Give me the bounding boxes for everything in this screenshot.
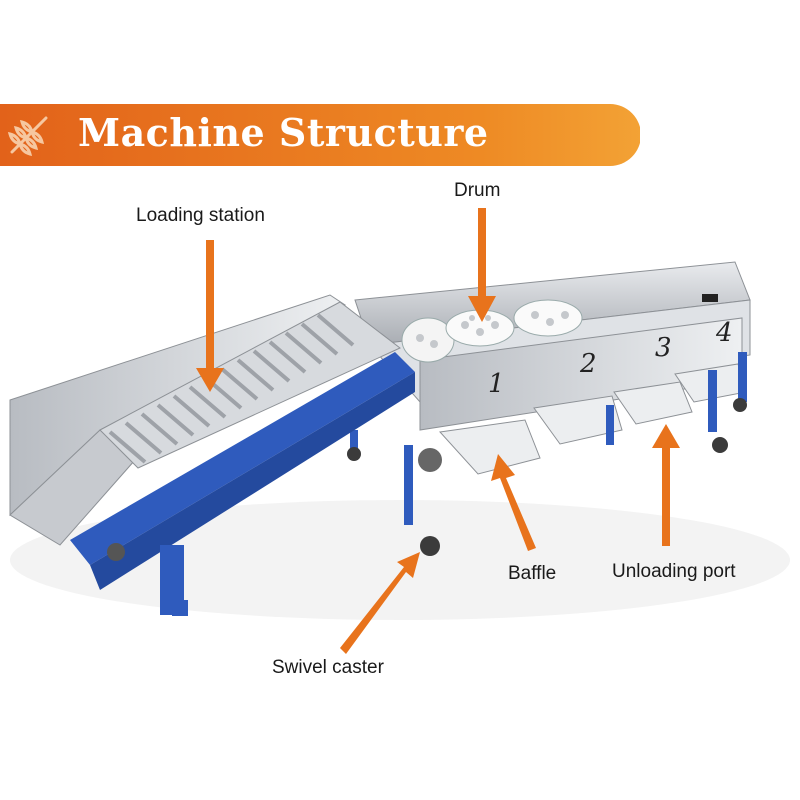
- caster-wheels: [347, 398, 747, 556]
- label-loading-station: Loading station: [136, 205, 265, 226]
- label-drum: Drum: [454, 180, 501, 201]
- grade-numbers: 1 2 3 4: [488, 318, 733, 399]
- label-swivel-caster: Swivel caster: [272, 657, 384, 678]
- roller-conveyor: [99, 301, 401, 469]
- rear-frame: [350, 352, 747, 525]
- label-baffle: Baffle: [508, 563, 557, 584]
- header-banner: [0, 104, 640, 166]
- callout-arrows: [196, 208, 680, 654]
- drum-rollers: [401, 299, 583, 363]
- page-title: Machine Structure: [78, 110, 489, 155]
- grade-number-3: 3: [655, 333, 672, 363]
- wheat-icon: [7, 116, 48, 157]
- floor-shadow: [10, 500, 790, 620]
- grade-number-4: 4: [715, 318, 733, 348]
- label-unloading-port: Unloading port: [612, 561, 736, 582]
- grade-number-2: 2: [579, 349, 597, 379]
- grade-number-1: 1: [488, 369, 505, 399]
- conveyor-frame: [70, 352, 442, 616]
